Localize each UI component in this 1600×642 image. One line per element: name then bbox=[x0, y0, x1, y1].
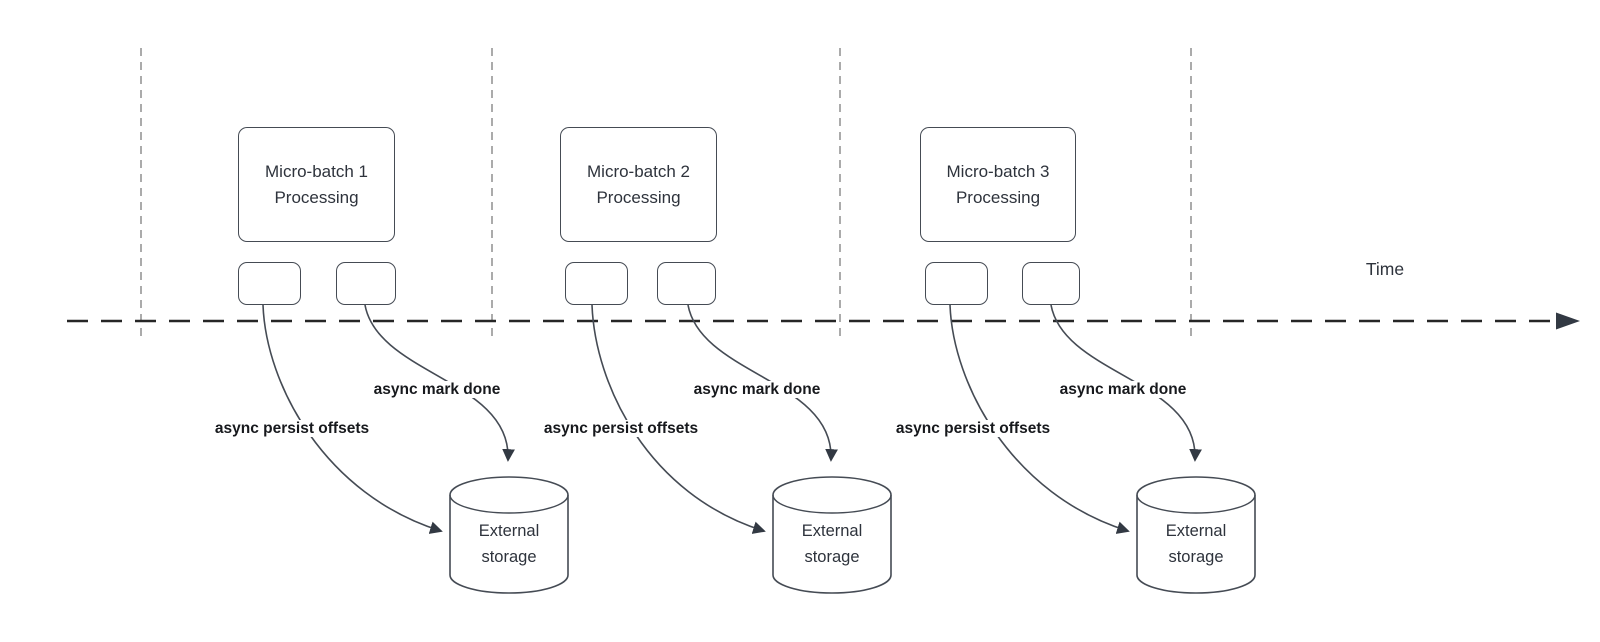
mark-done-task-box-3 bbox=[1022, 262, 1080, 305]
cylinder-rim-1 bbox=[449, 494, 569, 514]
mark-done-task-box-1 bbox=[336, 262, 396, 305]
micro-batch-3-processing-box: Micro-batch 3 Processing bbox=[920, 127, 1076, 242]
storage-line-2: storage bbox=[1168, 548, 1224, 566]
time-axis-label: Time bbox=[1365, 259, 1405, 279]
title-line-1: Micro-batch 1 bbox=[265, 161, 368, 181]
external-storage-label-3: External storage bbox=[1166, 518, 1227, 570]
storage-line-2: storage bbox=[481, 548, 537, 566]
storage-line-2: storage bbox=[804, 548, 860, 566]
external-storage-label-2: External storage bbox=[802, 518, 863, 570]
cylinder-rim-3 bbox=[1136, 494, 1256, 514]
title-line-2: Processing bbox=[274, 187, 359, 207]
persist-offsets-task-box-1 bbox=[238, 262, 301, 305]
external-storage-cylinder-3 bbox=[1136, 476, 1256, 594]
external-storage-cylinder-1 bbox=[449, 476, 569, 594]
title-line-2: Processing bbox=[596, 187, 681, 207]
persist-offsets-task-box-3 bbox=[925, 262, 988, 305]
persist-offsets-arrow-2 bbox=[591, 304, 766, 534]
external-storage-label-1: External storage bbox=[479, 518, 540, 570]
mark-done-arrow-2 bbox=[687, 304, 838, 462]
title-line-1: Micro-batch 3 bbox=[946, 161, 1050, 181]
micro-batch-1-processing-box: Micro-batch 1 Processing bbox=[238, 127, 395, 242]
cylinder-rim-2 bbox=[772, 494, 892, 514]
storage-line-1: External bbox=[478, 522, 540, 540]
mark-done-label-2: async mark done bbox=[691, 381, 823, 398]
mark-done-label-1: async mark done bbox=[371, 381, 503, 398]
title-line-2: Processing bbox=[955, 187, 1041, 207]
persist-offsets-task-box-2 bbox=[565, 262, 628, 305]
mark-done-task-box-2 bbox=[657, 262, 716, 305]
micro-batch-2-title: Micro-batch 2 Processing bbox=[587, 159, 690, 211]
storage-line-1: External bbox=[1165, 522, 1227, 540]
persist-offsets-arrow-3 bbox=[949, 304, 1130, 534]
storage-line-1: External bbox=[801, 522, 863, 540]
external-storage-cylinder-2 bbox=[772, 476, 892, 594]
micro-batch-3-title: Micro-batch 3 Processing bbox=[947, 159, 1050, 211]
persist-offsets-label-3: async persist offsets bbox=[893, 420, 1053, 437]
persist-offsets-label-2: async persist offsets bbox=[541, 420, 701, 437]
time-axis-arrowhead-icon bbox=[1556, 312, 1580, 330]
persist-offsets-arrow-1 bbox=[262, 304, 443, 534]
mark-done-arrow-3 bbox=[1050, 304, 1202, 462]
micro-batch-1-title: Micro-batch 1 Processing bbox=[265, 159, 368, 211]
mark-done-label-3: async mark done bbox=[1057, 381, 1189, 398]
title-line-1: Micro-batch 2 bbox=[587, 161, 690, 181]
persist-offsets-label-1: async persist offsets bbox=[212, 420, 372, 437]
micro-batch-2-processing-box: Micro-batch 2 Processing bbox=[560, 127, 717, 242]
mark-done-arrow-1 bbox=[364, 304, 515, 462]
